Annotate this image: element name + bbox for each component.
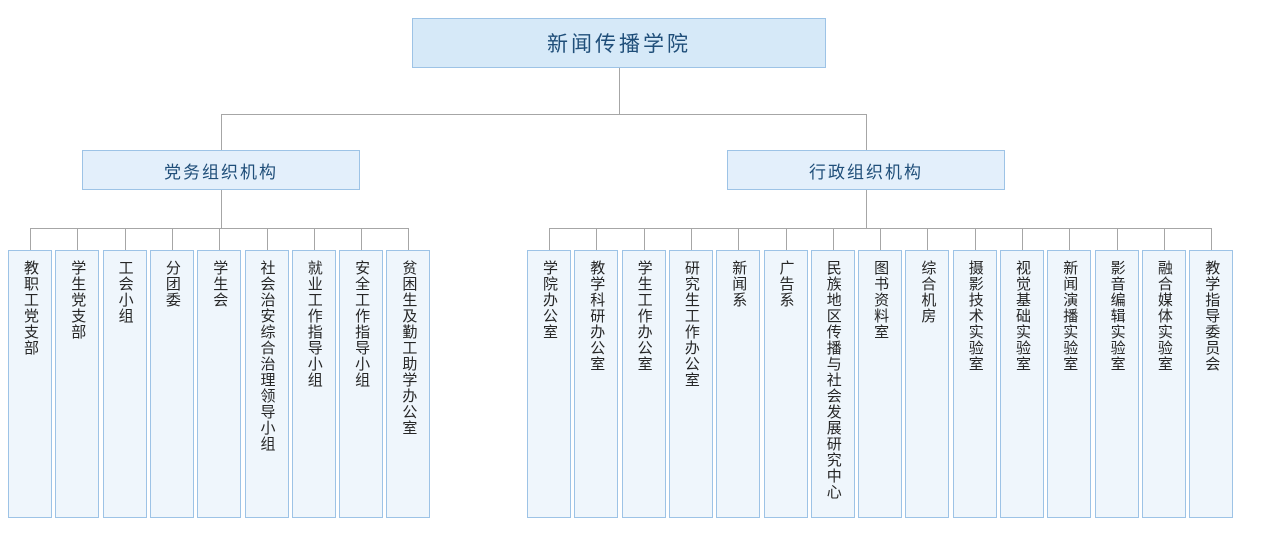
- node-leaf-label: 社会治安综合治理领导小组: [258, 260, 276, 452]
- node-branch-administrative[interactable]: 行政组织机构: [727, 150, 1005, 190]
- connector-leaf-stub: [314, 228, 315, 250]
- connector-mid-stub: [221, 114, 222, 150]
- connector-leaf-stub: [691, 228, 692, 250]
- node-leaf[interactable]: 学院办公室: [527, 250, 571, 518]
- node-leaf-label: 就业工作指导小组: [305, 260, 323, 388]
- node-leaf-label: 学院办公室: [541, 260, 558, 340]
- connector-branch-drop: [221, 190, 222, 228]
- node-leaf-label: 分团委: [163, 260, 181, 308]
- node-leaf-label: 学生工作办公室: [635, 260, 653, 372]
- connector-root-bus: [221, 114, 866, 115]
- node-leaf-label: 广告系: [777, 260, 795, 308]
- connector-leaf-stub: [172, 228, 173, 250]
- connector-leaf-stub: [833, 228, 834, 250]
- node-leaf-label: 安全工作指导小组: [353, 260, 371, 388]
- node-leaf[interactable]: 安全工作指导小组: [339, 250, 384, 518]
- node-leaf[interactable]: 学生党支部: [55, 250, 100, 518]
- node-leaf[interactable]: 教职工党支部: [8, 250, 52, 518]
- connector-leaf-stub: [880, 228, 881, 250]
- node-leaf[interactable]: 学生工作办公室: [621, 250, 666, 518]
- connector-leaf-stub: [927, 228, 928, 250]
- node-root[interactable]: 新闻传播学院: [412, 18, 826, 68]
- node-leaf-label: 图书资料室: [872, 260, 890, 340]
- node-leaf-label: 学生党支部: [69, 260, 87, 340]
- node-leaf-label: 综合机房: [919, 260, 937, 324]
- connector-leaf-stub: [549, 228, 550, 250]
- node-leaf[interactable]: 广告系: [763, 250, 808, 518]
- node-leaf[interactable]: 贫困生及勤工助学办公室: [386, 250, 431, 518]
- connector-leaf-stub: [30, 228, 31, 250]
- node-leaf[interactable]: 学生会: [197, 250, 242, 518]
- node-leaf-label: 摄影技术实验室: [966, 260, 984, 372]
- node-leaf[interactable]: 研究生工作办公室: [668, 250, 713, 518]
- node-branch-party[interactable]: 党务组织机构: [82, 150, 360, 190]
- node-leaf-label: 学生会: [211, 260, 229, 308]
- node-leaf-label: 新闻演播实验室: [1061, 260, 1079, 372]
- node-leaf[interactable]: 教学科研办公室: [574, 250, 619, 518]
- connector-leaf-stub: [361, 228, 362, 250]
- connector-leaf-stub: [267, 228, 268, 250]
- node-leaf[interactable]: 视觉基础实验室: [1000, 250, 1044, 518]
- connector-root-drop: [619, 68, 620, 114]
- node-leaf-label: 工会小组: [116, 260, 134, 324]
- connector-leaf-stub: [644, 228, 645, 250]
- node-leaf[interactable]: 新闻演播实验室: [1047, 250, 1092, 518]
- connector-leaf-bus: [549, 228, 1211, 229]
- node-leaf-label: 民族地区传播与社会发展研究中心: [824, 260, 842, 500]
- node-leaf-label: 教学指导委员会: [1203, 260, 1221, 372]
- node-leaf-label: 融合媒体实验室: [1155, 260, 1173, 372]
- node-leaf[interactable]: 图书资料室: [858, 250, 903, 518]
- connector-leaf-stub: [219, 228, 220, 250]
- connector-leaf-stub: [1022, 228, 1023, 250]
- node-leaf[interactable]: 影音编辑实验室: [1094, 250, 1139, 518]
- node-leaf[interactable]: 就业工作指导小组: [291, 250, 336, 518]
- node-leaf-label: 研究生工作办公室: [682, 260, 700, 388]
- connector-leaf-stub: [408, 228, 409, 250]
- node-leaf[interactable]: 教学指导委员会: [1189, 250, 1234, 518]
- node-leaf-label: 影音编辑实验室: [1108, 260, 1126, 372]
- connector-leaf-stub: [125, 228, 126, 250]
- node-leaf-label: 贫困生及勤工助学办公室: [400, 260, 418, 436]
- node-leaf[interactable]: 工会小组: [102, 250, 147, 518]
- node-leaf[interactable]: 摄影技术实验室: [952, 250, 997, 518]
- node-leaf-label: 视觉基础实验室: [1014, 260, 1031, 372]
- connector-leaf-stub: [1069, 228, 1070, 250]
- connector-leaf-stub: [786, 228, 787, 250]
- node-leaf[interactable]: 综合机房: [905, 250, 950, 518]
- connector-leaf-stub: [596, 228, 597, 250]
- node-leaf[interactable]: 新闻系: [716, 250, 761, 518]
- connector-leaf-stub: [1211, 228, 1212, 250]
- connector-mid-stub: [866, 114, 867, 150]
- connector-branch-drop: [866, 190, 867, 228]
- node-leaf[interactable]: 分团委: [149, 250, 194, 518]
- connector-leaf-stub: [1164, 228, 1165, 250]
- node-leaf-label: 教职工党支部: [22, 260, 39, 356]
- node-leaf[interactable]: 民族地区传播与社会发展研究中心: [810, 250, 855, 518]
- connector-leaf-bus: [30, 228, 408, 229]
- node-leaf[interactable]: 融合媒体实验室: [1141, 250, 1186, 518]
- node-leaf[interactable]: 社会治安综合治理领导小组: [244, 250, 289, 518]
- connector-leaf-stub: [1117, 228, 1118, 250]
- connector-leaf-stub: [738, 228, 739, 250]
- node-leaf-label: 新闻系: [730, 260, 748, 308]
- node-leaf-label: 教学科研办公室: [588, 260, 606, 372]
- connector-leaf-stub: [975, 228, 976, 250]
- connector-leaf-stub: [77, 228, 78, 250]
